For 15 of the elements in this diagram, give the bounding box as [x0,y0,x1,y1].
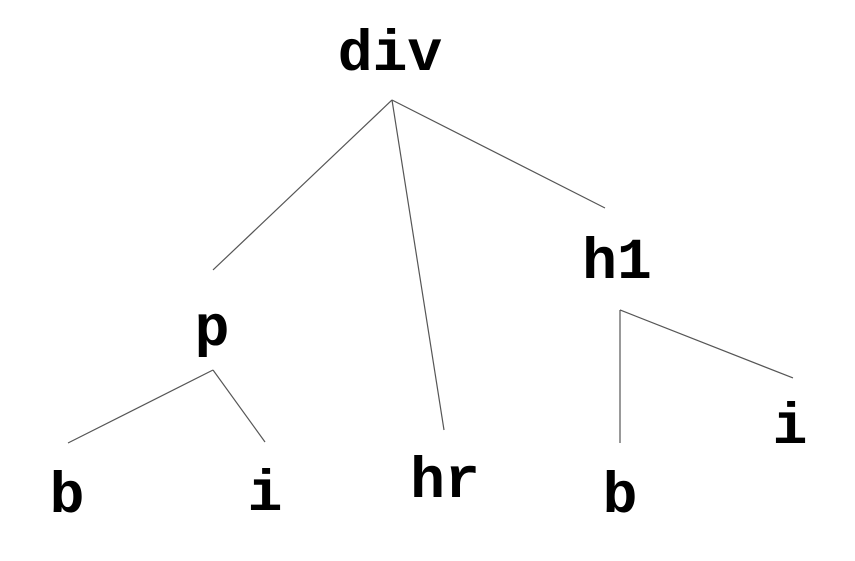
branch-line [212,370,266,442]
tree-node-label: i [250,468,280,510]
branch-line [212,100,392,270]
tree-node-label: p [198,314,227,358]
branch-line [392,99,606,209]
branch-line [391,100,445,430]
tree-node-label: b [54,470,82,513]
branch-line [619,310,621,443]
tree-node-label: hr [414,454,476,497]
tree-node-label: h1 [586,236,650,278]
tree-node-label: i [776,400,806,443]
branch-line [68,369,214,444]
tree-node-label: b [606,470,635,513]
branch-line [620,309,794,379]
tree-node-label: div [340,28,442,71]
